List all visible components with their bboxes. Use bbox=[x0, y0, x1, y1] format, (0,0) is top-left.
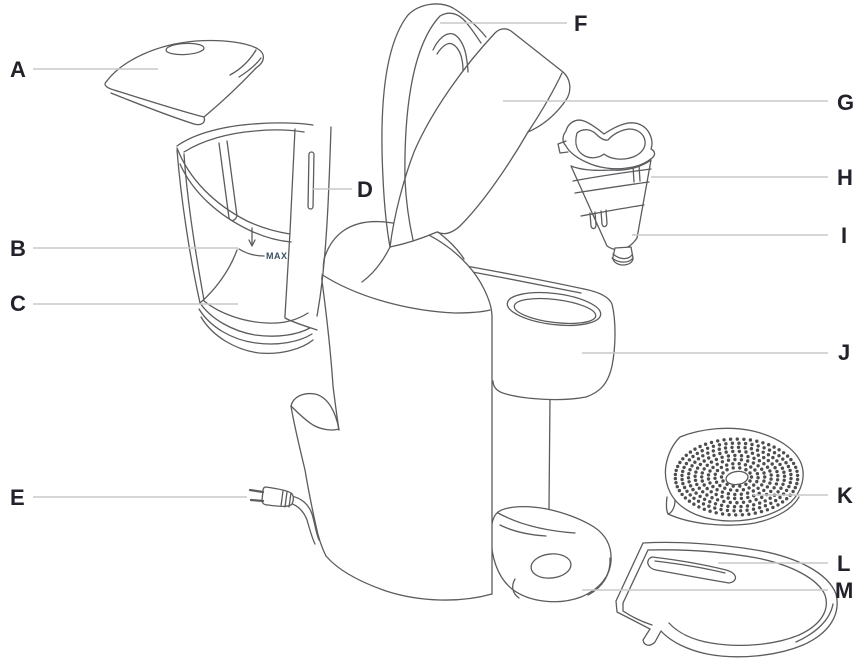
drip-plate-drawing bbox=[664, 427, 804, 526]
drip-plate-holes bbox=[673, 437, 800, 517]
water-reservoir-drawing: MAX bbox=[176, 122, 332, 355]
drip-tray-base-drawing bbox=[490, 396, 612, 603]
label-h: H bbox=[837, 165, 853, 190]
label-f: F bbox=[574, 11, 587, 36]
label-l: L bbox=[837, 551, 850, 576]
label-m: M bbox=[835, 578, 853, 603]
label-g: G bbox=[837, 90, 854, 115]
label-j: J bbox=[838, 340, 850, 365]
part-labels: A B C D E F G H I J K L M bbox=[10, 11, 854, 603]
leader-lines bbox=[33, 22, 828, 591]
max-fill-marking: MAX bbox=[238, 227, 288, 261]
brewer-body-drawing bbox=[290, 220, 493, 601]
label-e: E bbox=[10, 485, 25, 510]
pod-housing-drawing bbox=[465, 265, 616, 401]
power-plug-drawing bbox=[248, 486, 320, 545]
label-a: A bbox=[10, 57, 26, 82]
label-c: C bbox=[10, 291, 26, 316]
pod-holder-drawing bbox=[557, 119, 656, 266]
reservoir-lid-drawing bbox=[104, 39, 265, 126]
drip-tray-drawing bbox=[615, 541, 838, 658]
max-label: MAX bbox=[266, 251, 288, 261]
label-i: I bbox=[841, 223, 847, 248]
label-k: K bbox=[837, 483, 853, 508]
brew-head-and-handle-drawing bbox=[361, 3, 571, 283]
label-d: D bbox=[357, 177, 373, 202]
label-b: B bbox=[10, 236, 26, 261]
